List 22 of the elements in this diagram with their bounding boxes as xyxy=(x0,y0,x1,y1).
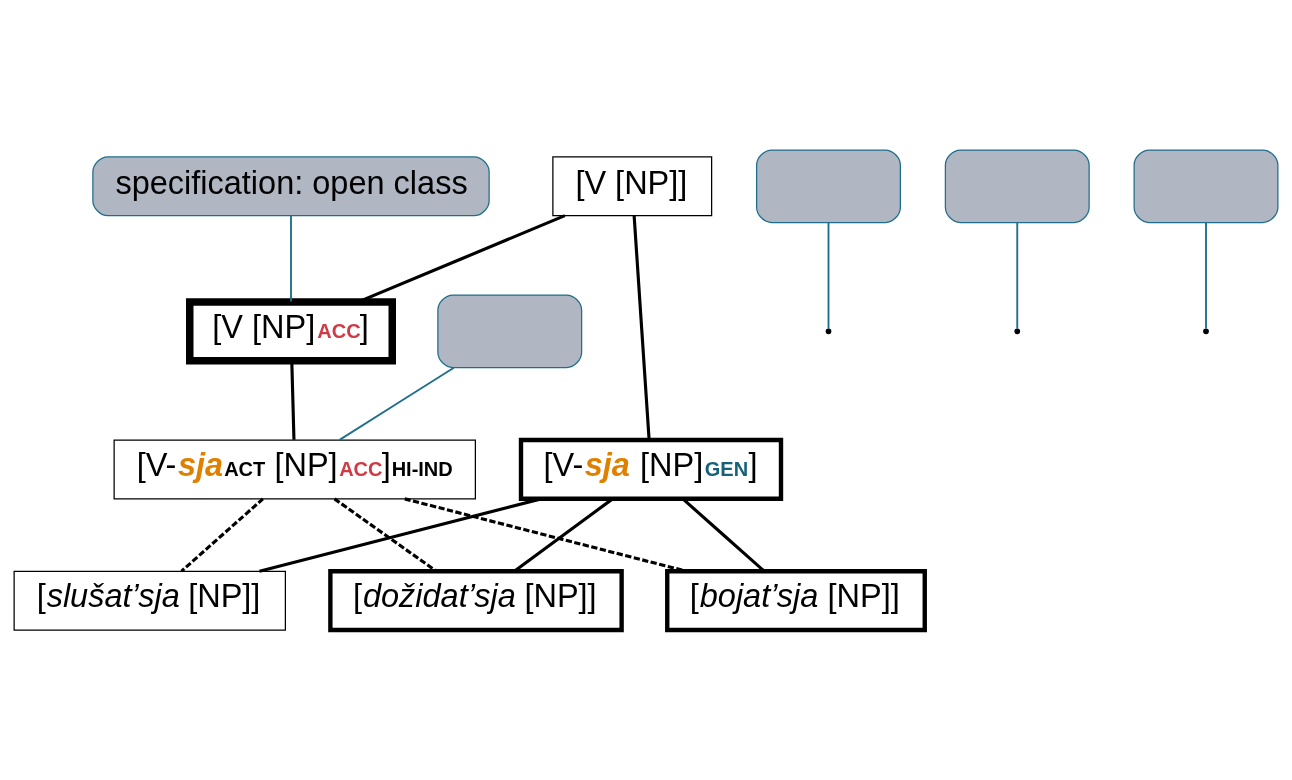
connector xyxy=(333,497,438,573)
node-box: specification: open class xyxy=(92,156,490,217)
node-callout xyxy=(756,149,901,224)
node-box: [V [NP]] xyxy=(552,156,713,217)
connector xyxy=(180,497,264,573)
node-callout xyxy=(1133,149,1279,224)
node-box: [bojat’sja [NP]] xyxy=(665,569,927,633)
node-callout xyxy=(437,294,583,369)
connector xyxy=(290,214,292,303)
connector xyxy=(259,497,542,573)
connector xyxy=(827,221,830,330)
connector xyxy=(1205,221,1207,330)
connector xyxy=(338,366,455,441)
connector xyxy=(632,215,651,440)
node-box: [dožidat’sja [NP]] xyxy=(328,569,624,633)
node-box: [V [NP]ACC] xyxy=(186,298,396,365)
node-box: [V-sjaACT [NP]ACC]HI-IND xyxy=(113,439,476,500)
node-box: [V-sja [NP]GEN] xyxy=(518,437,784,501)
node-box: [slušat’sja [NP]] xyxy=(13,570,286,631)
connector xyxy=(404,497,687,573)
node-callout xyxy=(944,149,1090,224)
connector xyxy=(1016,221,1019,330)
